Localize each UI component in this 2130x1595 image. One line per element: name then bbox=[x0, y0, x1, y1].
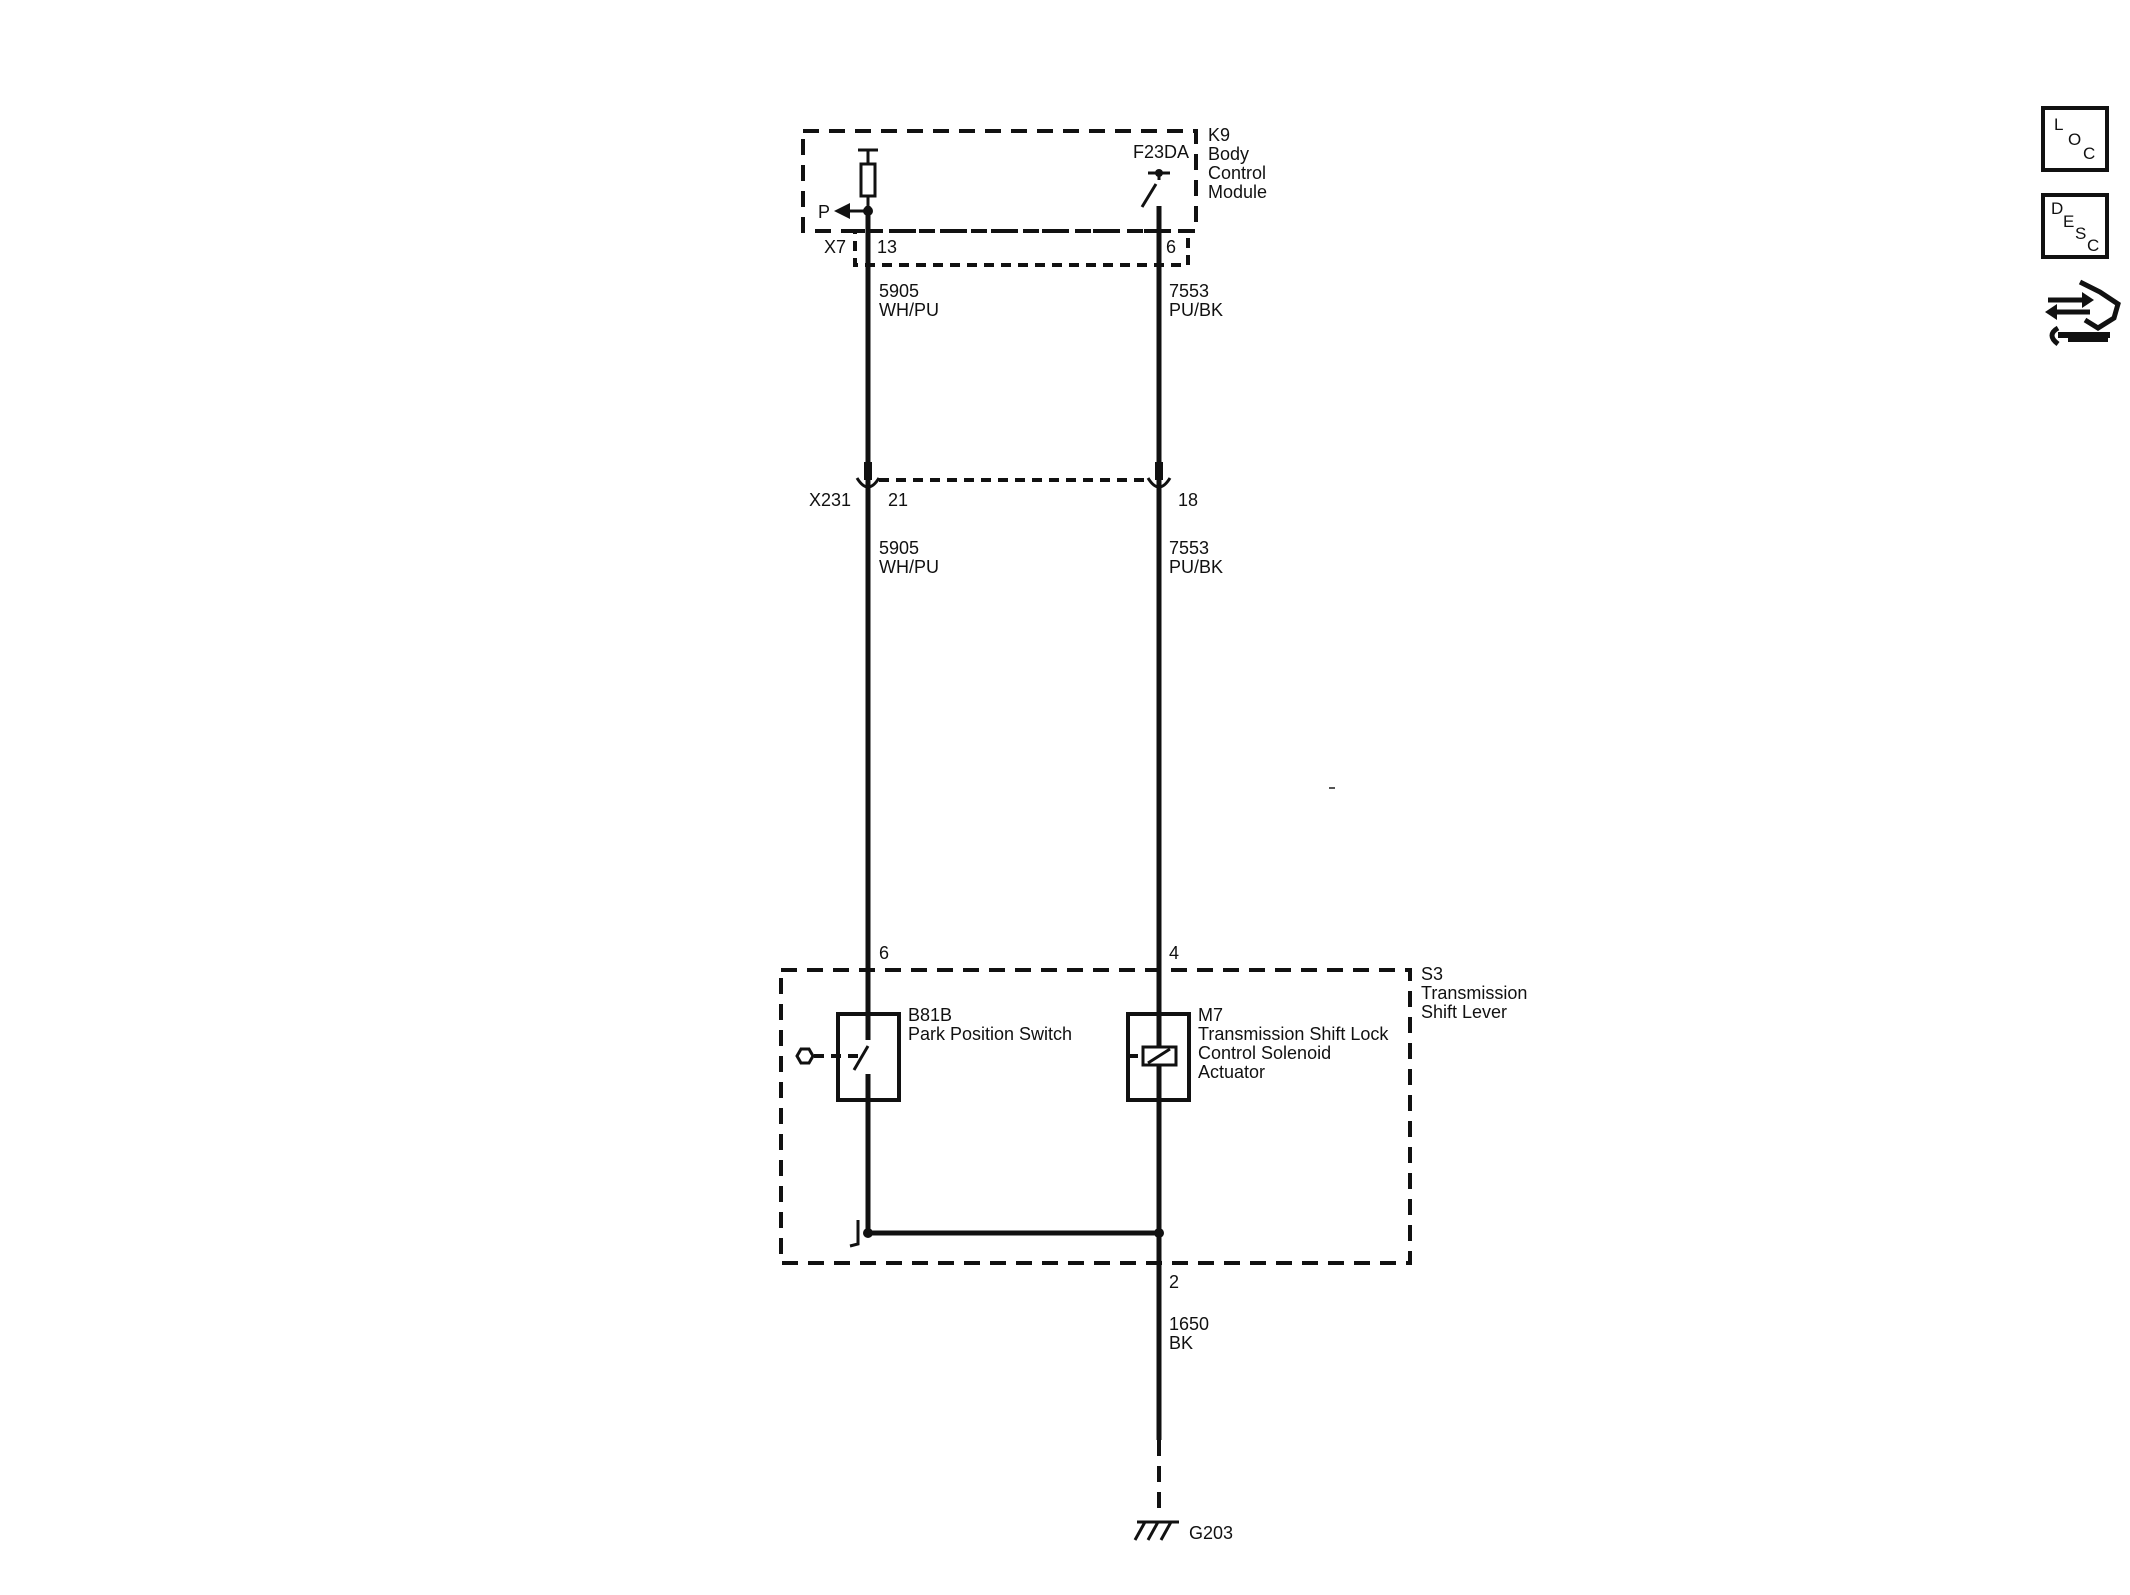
wire-upper-right-color: PU/BK bbox=[1169, 300, 1223, 320]
p-marker-label: P bbox=[818, 202, 830, 222]
shift-lever-pin-bottom: 2 bbox=[1169, 1272, 1179, 1292]
solenoid-symbol bbox=[1126, 1012, 1191, 1102]
fuse-symbol bbox=[1140, 169, 1170, 208]
solenoid-name-line3: Actuator bbox=[1198, 1062, 1265, 1082]
desc-letter-s: S bbox=[2075, 224, 2086, 243]
pullup-resistor-symbol bbox=[858, 148, 878, 212]
ground-wire-circuit: 1650 bbox=[1169, 1314, 1209, 1334]
x7-outline bbox=[853, 229, 1190, 267]
shift-lever-name-line1: Transmission bbox=[1421, 983, 1527, 1003]
shift-lever-pin-right: 4 bbox=[1169, 943, 1179, 963]
park-switch-symbol bbox=[795, 1012, 901, 1102]
bcm-name-line2: Control bbox=[1208, 163, 1266, 183]
ground-ref: G203 bbox=[1189, 1523, 1233, 1543]
ground-symbol-icon bbox=[1133, 1520, 1179, 1541]
desc-letter-d: D bbox=[2051, 199, 2063, 218]
shift-lever-outline bbox=[779, 968, 1412, 1265]
shift-lever-pin-left: 6 bbox=[879, 943, 889, 963]
loc-button[interactable]: L O C bbox=[2041, 106, 2109, 172]
wire-lower-right-color: PU/BK bbox=[1169, 557, 1223, 577]
park-switch-ref: B81B bbox=[908, 1005, 952, 1025]
loc-letter-o: O bbox=[2068, 130, 2081, 149]
x7-pin-left: 13 bbox=[877, 237, 897, 257]
x7-ref: X7 bbox=[824, 237, 846, 257]
ground-wire-color: BK bbox=[1169, 1333, 1193, 1353]
inline-connector-x231: X231 21 18 bbox=[809, 462, 1198, 510]
x7-pin-right: 6 bbox=[1166, 237, 1176, 257]
loc-letter-l: L bbox=[2054, 115, 2063, 134]
solenoid-name-line2: Control Solenoid bbox=[1198, 1043, 1331, 1063]
wire-upper-right-circuit: 7553 bbox=[1169, 281, 1209, 301]
bcm-name-line1: Body bbox=[1208, 144, 1249, 164]
p-arrow-icon bbox=[834, 203, 868, 219]
wire-lower-left-color: WH/PU bbox=[879, 557, 939, 577]
body-control-module: K9 Body Control Module P F23DA bbox=[801, 125, 1267, 233]
wire-upper-left-color: WH/PU bbox=[879, 300, 939, 320]
desc-button[interactable]: D E S C bbox=[2041, 193, 2109, 259]
fuse-ref: F23DA bbox=[1133, 142, 1189, 162]
bcm-ref: K9 bbox=[1208, 125, 1230, 145]
x231-ref: X231 bbox=[809, 490, 851, 510]
arrows-wrench-icon[interactable] bbox=[2045, 279, 2121, 346]
bcm-name-line3: Module bbox=[1208, 182, 1267, 202]
desc-letter-c: C bbox=[2087, 236, 2099, 255]
solenoid-name-line1: Transmission Shift Lock bbox=[1198, 1024, 1389, 1044]
desc-letter-e: E bbox=[2063, 212, 2074, 231]
solenoid-ref: M7 bbox=[1198, 1005, 1223, 1025]
park-switch-name: Park Position Switch bbox=[908, 1024, 1072, 1044]
x231-pin-right: 18 bbox=[1178, 490, 1198, 510]
wire-lower-left-circuit: 5905 bbox=[879, 538, 919, 558]
internal-ground-bus bbox=[849, 1220, 1164, 1248]
shift-lever-name-line2: Shift Lever bbox=[1421, 1002, 1507, 1022]
wire-lower-right-circuit: 7553 bbox=[1169, 538, 1209, 558]
x231-pin-left: 21 bbox=[888, 490, 908, 510]
shift-lever-component: 6 4 S3 Transmission Shift Lever B81B Par… bbox=[779, 943, 1527, 1292]
loc-letter-c: C bbox=[2083, 144, 2095, 163]
bcm-connector-x7: X7 13 6 bbox=[824, 229, 1190, 267]
shift-lever-ref: S3 bbox=[1421, 964, 1443, 984]
wire-upper-left-circuit: 5905 bbox=[879, 281, 919, 301]
